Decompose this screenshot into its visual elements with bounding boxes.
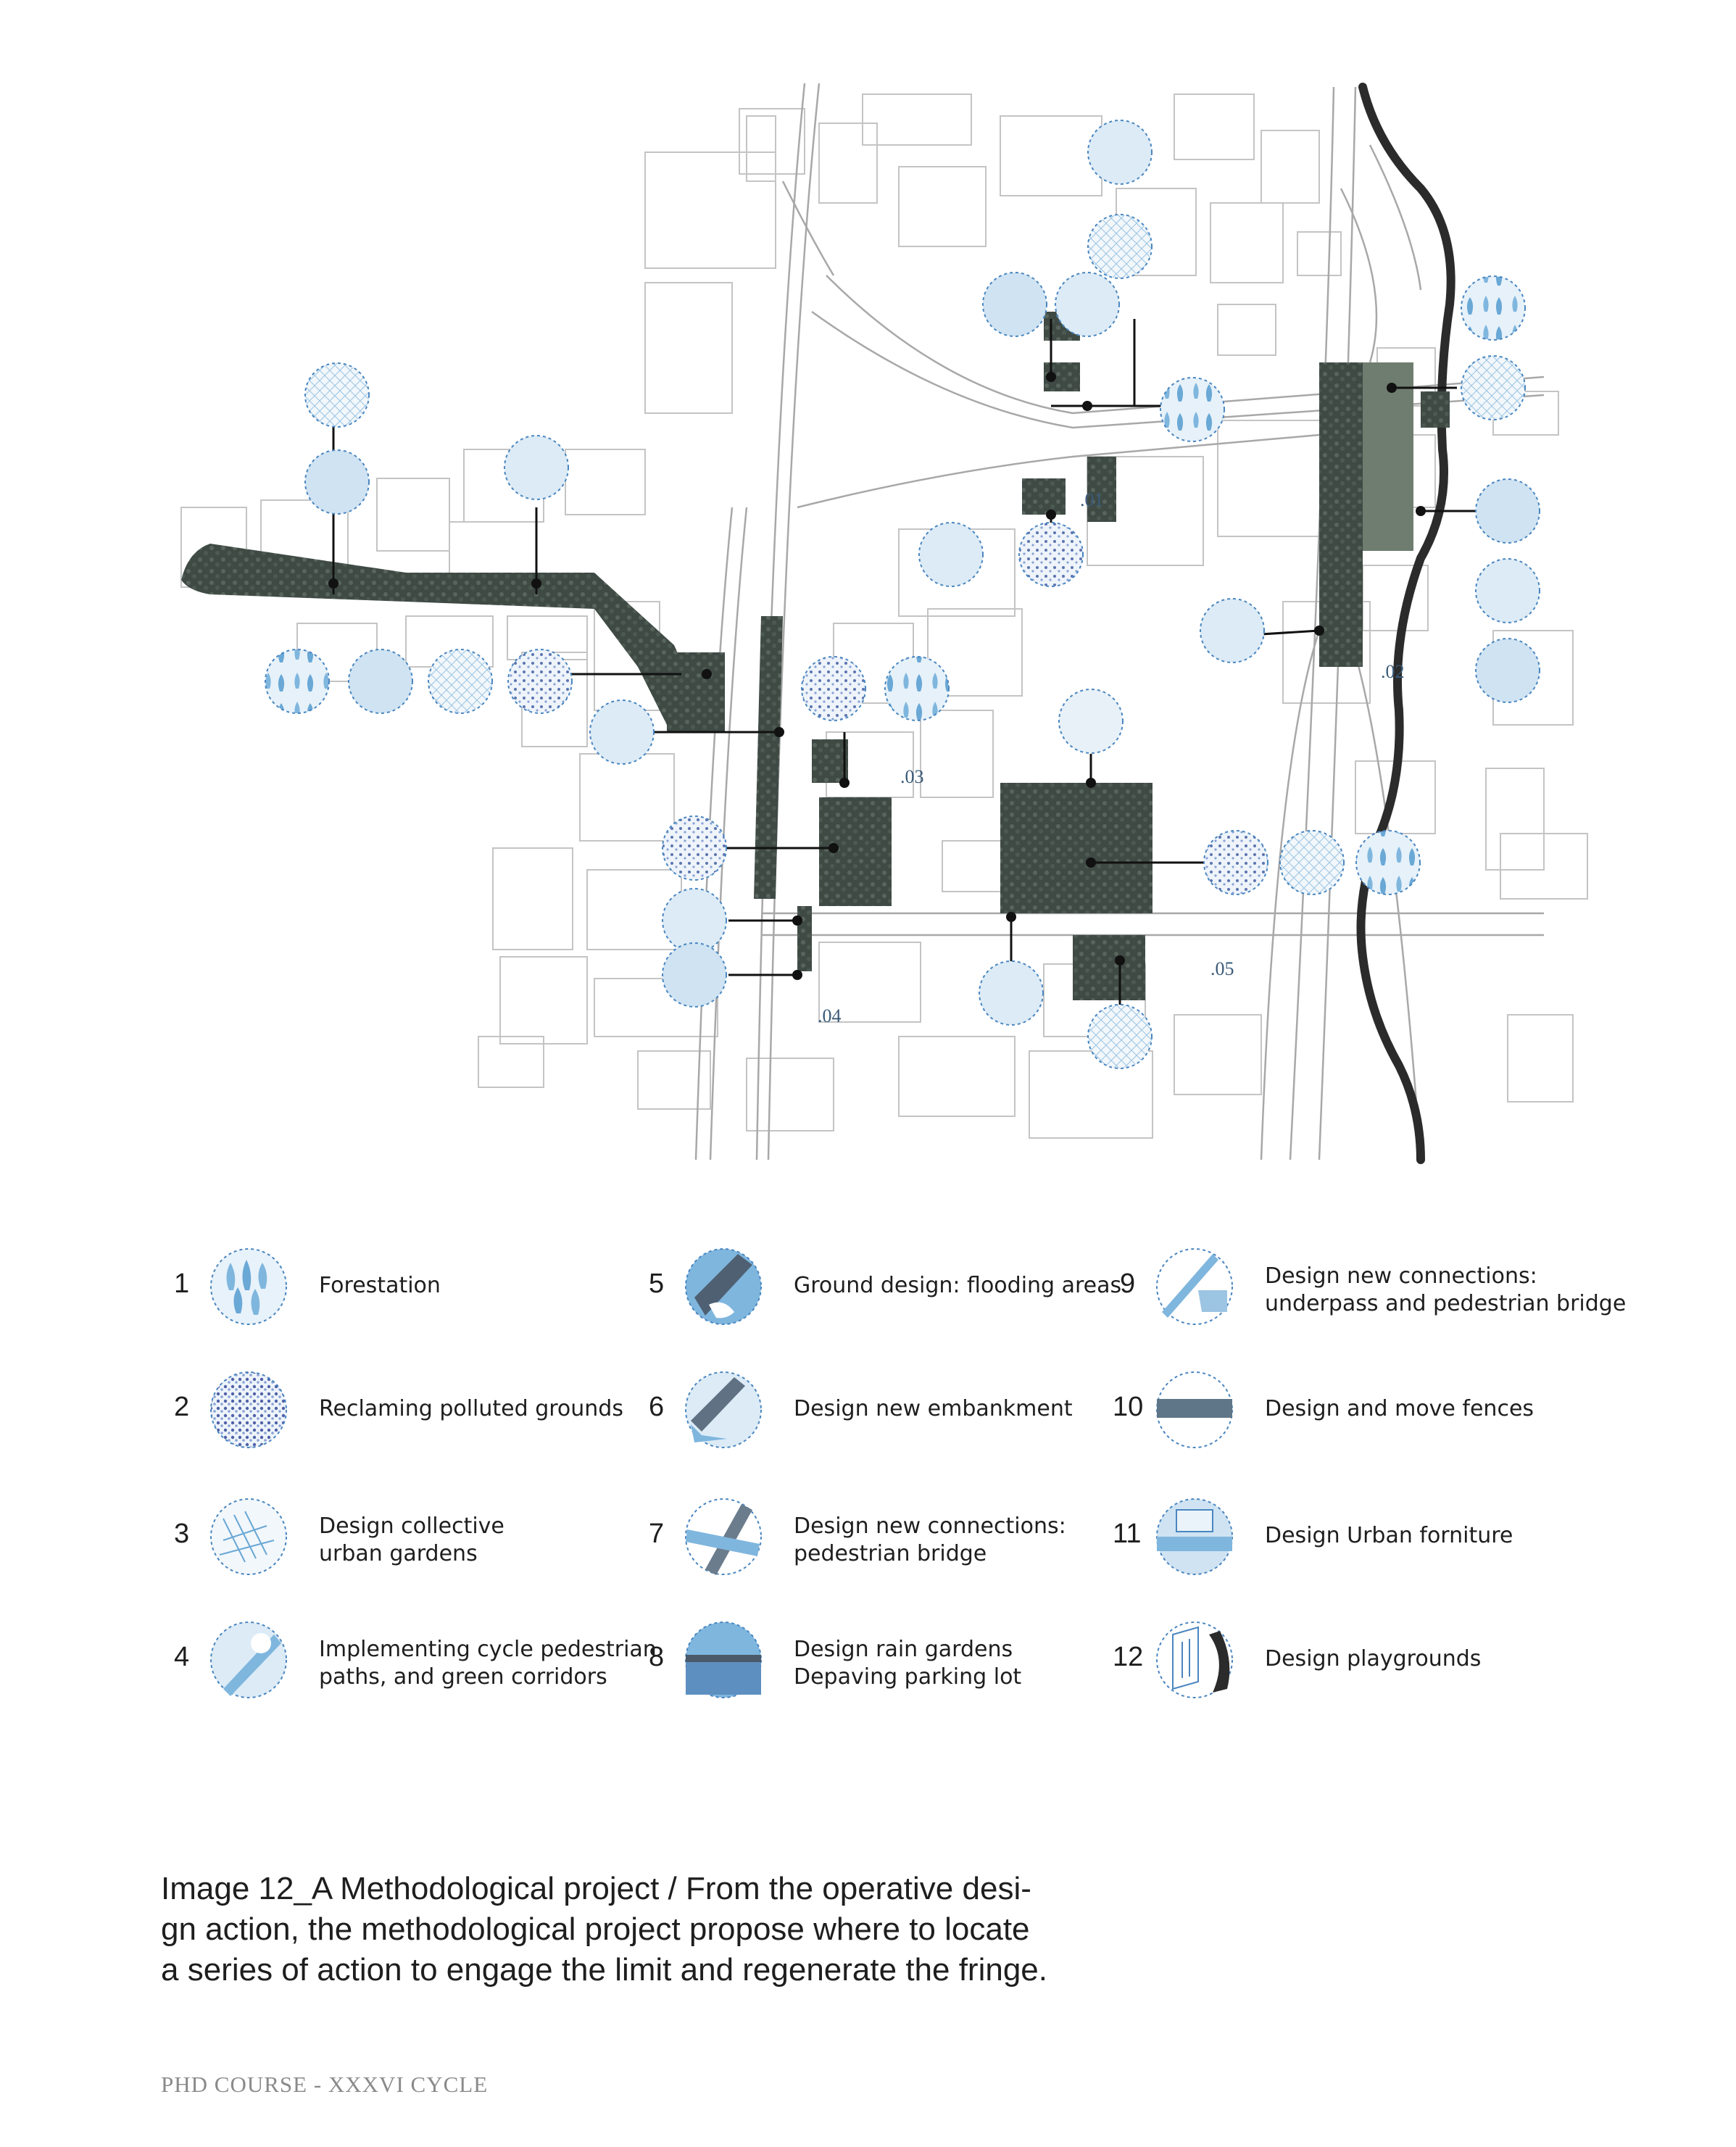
legend-label: Design and move fences <box>1265 1396 1534 1421</box>
map-drawing: .01 .02 .03 .04 .05 <box>180 83 1588 1164</box>
green-corridor <box>181 544 710 725</box>
legend-label: Design new connections:pedestrian bridge <box>794 1513 1066 1566</box>
river <box>1356 83 1455 1164</box>
city-blocks <box>180 94 1588 1139</box>
flooding-areas-icon <box>685 1248 762 1325</box>
legend-item-12: 12 Design playgrounds <box>1113 1620 1635 1707</box>
legend-number: 8 <box>649 1642 665 1672</box>
embankment-icon <box>685 1371 762 1448</box>
legend-item-5: 5 Ground design: flooding areas <box>649 1247 1121 1334</box>
zone-label-03: .03 <box>900 766 924 787</box>
legend-item-9: 9 Design new connections:underpass and p… <box>1120 1247 1642 1334</box>
legend-number: 7 <box>649 1519 665 1549</box>
legend-number: 5 <box>649 1268 665 1299</box>
legend-number: 4 <box>174 1642 190 1672</box>
legend-number: 6 <box>649 1392 665 1422</box>
caption-line-2: gn action, the methodological project pr… <box>161 1911 1030 1947</box>
urban-furniture-icon <box>1156 1498 1233 1575</box>
legend-item-2: 2 Reclaming polluted grounds <box>174 1370 623 1457</box>
figure-caption: Image 12_A Methodological project / From… <box>161 1869 1176 1990</box>
polluted-grounds-icon <box>210 1371 287 1448</box>
rain-gardens-icon <box>685 1621 762 1698</box>
cycle-path-icon <box>210 1621 287 1698</box>
legend-number: 1 <box>174 1268 190 1299</box>
legend-label: Forestation <box>319 1273 441 1298</box>
legend-item-10: 10 Design and move fences <box>1113 1370 1635 1457</box>
pedestrian-bridge-icon <box>685 1498 762 1575</box>
map-connector-dots <box>328 372 1426 980</box>
legend-number: 10 <box>1113 1392 1144 1422</box>
legend-label: Design new embankment <box>794 1396 1073 1421</box>
legend-number: 3 <box>174 1519 190 1549</box>
map-connectors <box>332 319 1479 1008</box>
legend-item-7: 7 Design new connections:pedestrian brid… <box>649 1497 1098 1584</box>
legend-item-11: 11 Design Urban forniture <box>1113 1497 1635 1584</box>
legend-number: 11 <box>1113 1519 1142 1549</box>
legend: 1 Forestation 2 Reclaming polluted groun… <box>174 1247 1642 1707</box>
legend-label: Ground design: flooding areas <box>794 1273 1122 1298</box>
underpass-icon <box>1156 1248 1233 1325</box>
legend-label: Design playgrounds <box>1265 1646 1482 1671</box>
site-map: .01 .02 .03 .04 .05 <box>180 83 1588 1164</box>
legend-label: Reclaming polluted grounds <box>319 1396 623 1421</box>
legend-label: Design Urban forniture <box>1265 1523 1513 1548</box>
zone-label-01: .01 <box>1080 489 1104 510</box>
page-footer: PHD COURSE - XXXVI CYCLE <box>161 2072 489 2097</box>
urban-gardens-icon <box>210 1498 287 1575</box>
green-patches <box>667 312 1450 1000</box>
fences-icon <box>1156 1371 1233 1448</box>
legend-item-1: 1 Forestation <box>174 1247 623 1334</box>
zone-label-05: .05 <box>1210 958 1234 979</box>
legend-item-6: 6 Design new embankment <box>649 1370 1098 1457</box>
zone-label-02: .02 <box>1381 661 1405 682</box>
legend-number: 2 <box>174 1392 190 1422</box>
playground-icon <box>1156 1621 1233 1698</box>
legend-number: 9 <box>1120 1268 1136 1299</box>
map-bubbles <box>265 120 1540 1069</box>
legend-label: Design new connections:underpass and ped… <box>1265 1263 1627 1316</box>
forestation-icon <box>210 1248 287 1325</box>
caption-line-1: Image 12_A Methodological project / From… <box>161 1871 1031 1906</box>
legend-number: 12 <box>1113 1642 1144 1672</box>
caption-line-3: a series of action to engage the limit a… <box>161 1952 1047 1988</box>
zone-label-04: .04 <box>818 1005 842 1026</box>
